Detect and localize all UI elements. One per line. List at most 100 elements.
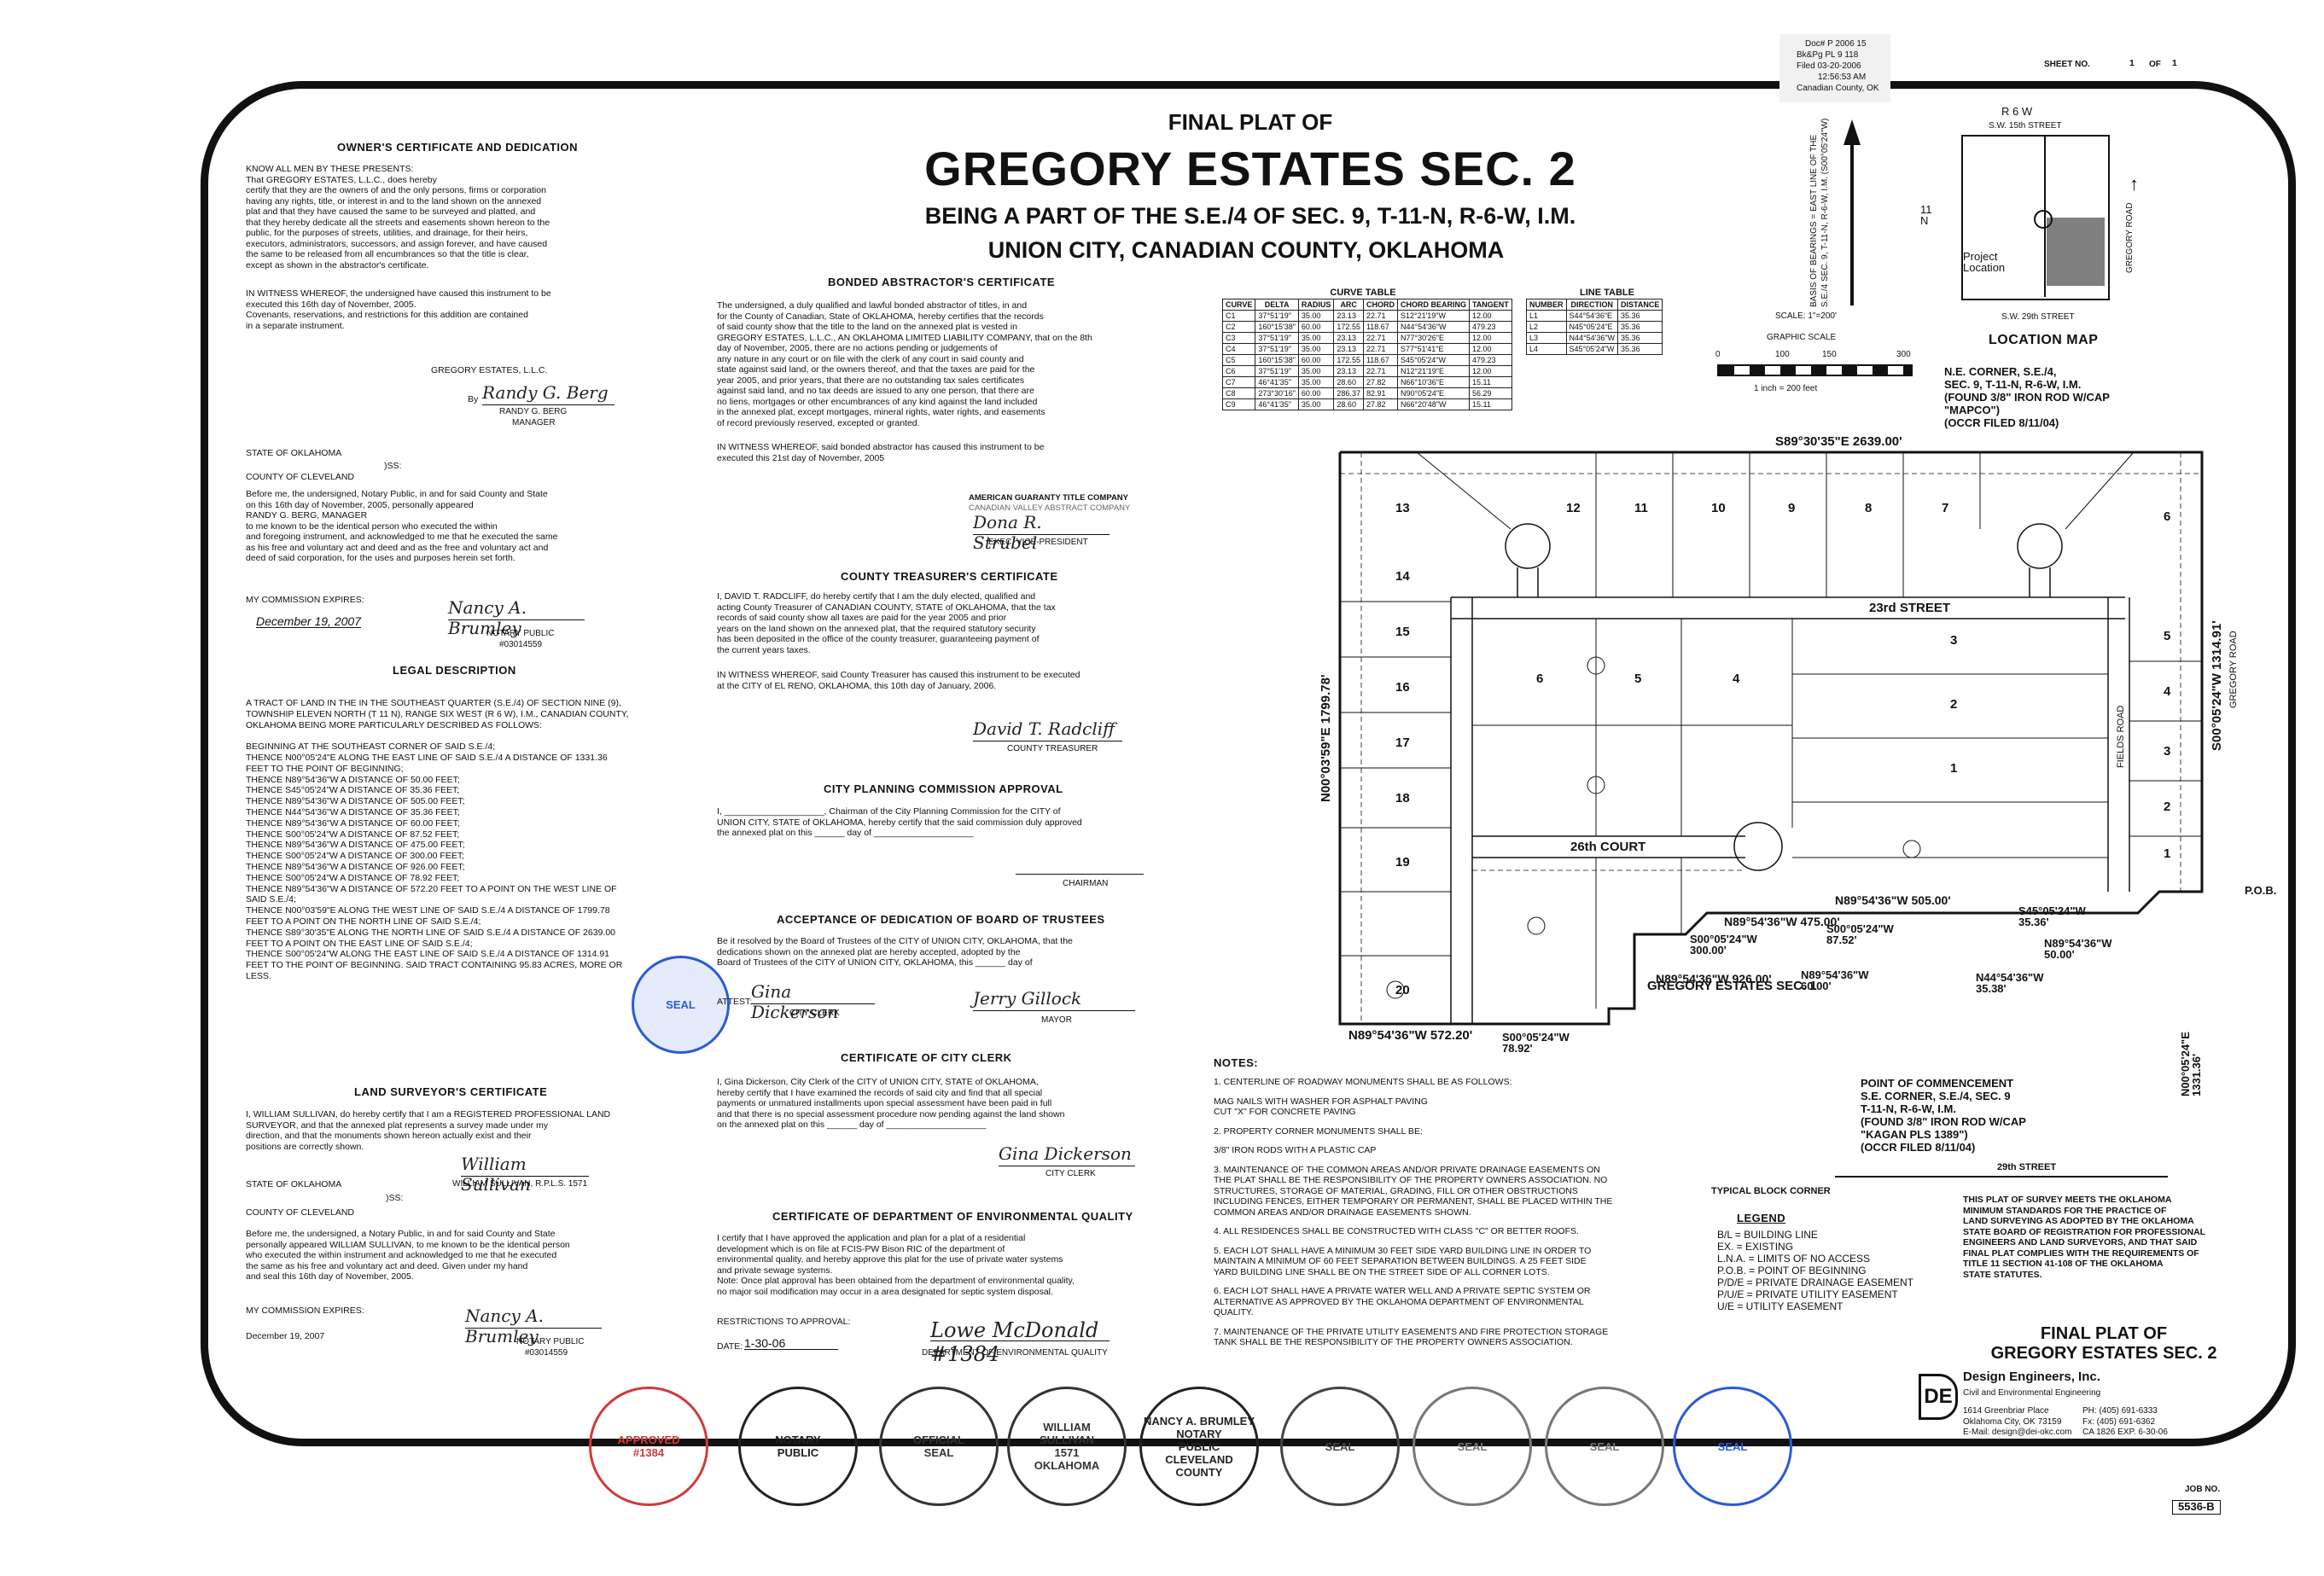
note-item: 3. MAINTENANCE OF THE COMMON AREAS AND/O… xyxy=(1214,1164,1613,1218)
lot-number: 10 xyxy=(1711,501,1726,515)
lot-number: 6 xyxy=(1536,672,1543,686)
legend-item: L.N.A. = LIMITS OF NO ACCESS xyxy=(1717,1253,1871,1265)
curve-cell: 60.00 xyxy=(1297,387,1335,399)
lot-number: 16 xyxy=(1395,680,1410,695)
north-arrow-shaft xyxy=(1850,143,1854,305)
sheet-number: 1 xyxy=(2129,58,2135,68)
curve-table-header: CURVE DELTA RADIUS ARC CHORD CHORD BEARI… xyxy=(1221,298,1512,311)
trustees-attest: ATTEST: xyxy=(717,997,753,1007)
deq-restrictions: RESTRICTIONS TO APPROVAL: xyxy=(717,1317,851,1327)
lot-number: 18 xyxy=(1395,791,1410,805)
owners-notary-body: Before me, the undersigned, Notary Publi… xyxy=(246,489,558,563)
lot-number: 1 xyxy=(1950,761,1957,776)
curve-cell: 35.00 xyxy=(1297,375,1335,388)
lot-number: 4 xyxy=(1733,672,1740,686)
treasurer-signature: David T. Radcliff xyxy=(973,718,1122,741)
boundary-s4: S00°05'24"W 300.00' xyxy=(1690,933,1757,957)
job-number: 5536-B xyxy=(2172,1500,2221,1515)
location-range: R 6 W xyxy=(2001,105,2033,118)
fields-road-label: FIELDS ROAD xyxy=(2116,706,2126,768)
block-circle xyxy=(1587,656,1605,675)
lot-number: 4 xyxy=(2164,684,2171,699)
lot-number: 8 xyxy=(1865,501,1872,515)
lot-numbers-right: 1 2 3 4 5 6 xyxy=(2164,509,2171,861)
seal-stamp: SEAL xyxy=(1673,1387,1792,1506)
scale-unit: 1 inch = 200 feet xyxy=(1754,384,1818,393)
plat-boundary xyxy=(1338,451,2204,1026)
curve-cell: 23.13 xyxy=(1333,331,1364,344)
block-circle xyxy=(1527,916,1546,935)
line-cell: 35.36 xyxy=(1617,331,1663,344)
seal-text: SEAL xyxy=(1325,1439,1355,1453)
owners-signer: RANDY G. BERG xyxy=(499,407,568,416)
boundary-s1: N89°54'36"W 572.20' xyxy=(1348,1028,1472,1043)
boundary-s3: N89°54'36"W 926.00' xyxy=(1656,972,1772,986)
curve-cell: 27.82 xyxy=(1362,398,1398,410)
location-map-title: LOCATION MAP xyxy=(1989,333,2099,347)
recording-stamp: Doc# P 2006 15 Bk&Pg PL 9 118 Filed 03-2… xyxy=(1779,34,1890,102)
line-cell: L4 xyxy=(1526,342,1567,355)
cul-de-sac-northeast xyxy=(2017,523,2063,569)
owners-state: STATE OF OKLAHOMA xyxy=(246,448,342,458)
east-line-label: S00°05'24"W 1314.91' xyxy=(2210,620,2224,751)
curve-cell: 35.00 xyxy=(1297,342,1335,355)
curve-cell: 22.71 xyxy=(1362,342,1398,355)
lot-lines-middle xyxy=(1416,451,2202,1009)
legend-item: EX. = EXISTING xyxy=(1717,1241,1794,1253)
curve-cell: 12.00 xyxy=(1468,331,1512,344)
abstractor-witness: IN WITNESS WHEREOF, said bonded abstract… xyxy=(717,442,1045,463)
note-item: 1. CENTERLINE OF ROADWAY MONUMENTS SHALL… xyxy=(1214,1077,1512,1087)
boundary-s2: S00°05'24"W 78.92' xyxy=(1502,1031,1570,1055)
stamp-line: Bk&Pg PL 9 118 xyxy=(1797,50,1859,60)
surveyor-signature: William Sullivan xyxy=(461,1154,589,1195)
curve-cell: N12°21'19"E xyxy=(1396,364,1470,377)
scale-tick: 100 xyxy=(1775,350,1790,359)
deq-body: I certify that I have approved the appli… xyxy=(717,1233,1075,1297)
pob-label: P.O.B. xyxy=(2245,884,2276,897)
seal-text: NOTARY PUBLIC xyxy=(775,1434,821,1459)
boundary-s5: N89°54'36"W 475.00' xyxy=(1724,915,1840,928)
curve-cell: 60.00 xyxy=(1297,353,1335,366)
block-circle xyxy=(1587,776,1605,794)
seal-text: APPROVED #1384 xyxy=(617,1434,680,1459)
boundary-s12: N00°05'24"E 1331.36' xyxy=(2179,1032,2203,1096)
line-table-header: NUMBER DIRECTION DISTANCE xyxy=(1526,298,1663,311)
seal-stamp: NANCY A. BRUMLEY NOTARY PUBLIC CLEVELAND… xyxy=(1139,1387,1259,1506)
lot-number: 3 xyxy=(1950,633,1957,648)
note-item: 4. ALL RESIDENCES SHALL BE CONSTRUCTED W… xyxy=(1214,1226,1579,1236)
cul-de-sac-26th xyxy=(1733,822,1783,871)
curve-cell: 160°15'38" xyxy=(1255,353,1299,366)
curve-cell: C8 xyxy=(1221,387,1256,399)
curve-cell: S45°05'24"W xyxy=(1396,353,1470,366)
curve-cell: 479.23 xyxy=(1468,320,1512,333)
stamp-line: Filed 03-20-2006 xyxy=(1797,61,1861,71)
owners-body: KNOW ALL MEN BY THESE PRESENTS: That GRE… xyxy=(246,164,550,270)
curve-cell: C1 xyxy=(1221,309,1256,322)
curve-col: TANGENT xyxy=(1468,298,1512,311)
curve-cell: 12.00 xyxy=(1468,309,1512,322)
boundary-s7: N89°54'36"W 60.00' xyxy=(1801,968,1869,992)
owners-notary-label: NOTARY PUBLIC xyxy=(486,629,555,638)
curve-cell: 27.82 xyxy=(1362,375,1398,388)
abstractor-company: AMERICAN GUARANTY TITLE COMPANY xyxy=(969,493,1129,503)
owners-commission-date: December 19, 2007 xyxy=(256,614,361,628)
planning-body: I, ____________________, Chairman of the… xyxy=(717,806,1082,838)
location-south-street: S.W. 29th STREET xyxy=(2001,312,2075,322)
planning-signature-line xyxy=(1016,852,1144,875)
street-fields-road xyxy=(2107,597,2130,892)
lot-lines-left xyxy=(1340,601,1451,957)
street-26th-court xyxy=(1472,835,1745,858)
surveyor-notary-label: NOTARY PUBLIC xyxy=(516,1337,585,1346)
curve-cell: 15.11 xyxy=(1468,398,1512,410)
graphic-scale-bar xyxy=(1717,364,1913,376)
curve-cell: 22.71 xyxy=(1362,309,1398,322)
owners-heading: OWNER'S CERTIFICATE AND DEDICATION xyxy=(337,141,579,154)
location-north-street: S.W. 15th STREET xyxy=(1989,121,2062,131)
north-line-label: S89°30'35"E 2639.00' xyxy=(1775,434,1902,449)
